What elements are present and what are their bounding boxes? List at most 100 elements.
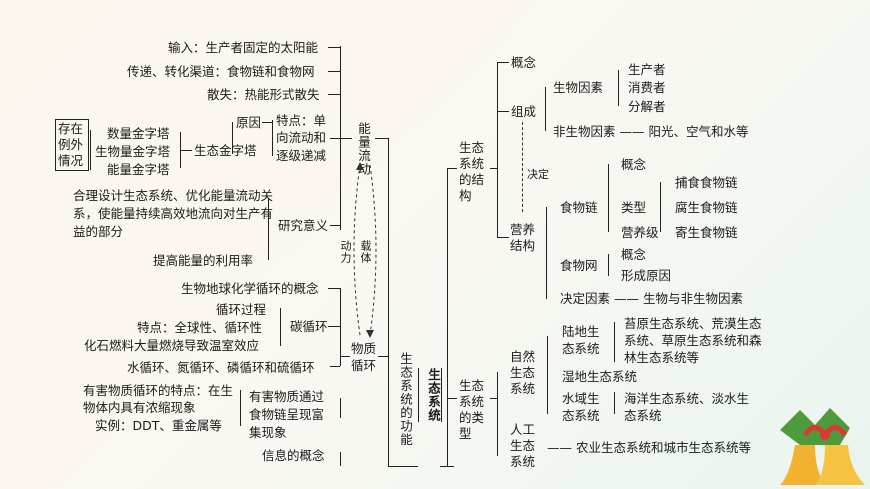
abiotic-detail: 阳光、空气和水等 [648,124,749,139]
artificial: 人工生态系统 [510,422,536,467]
water-bracket [614,392,615,414]
significance-text-2: 提高能量的利用率 [153,253,254,268]
bell-decoration-icon [780,408,865,485]
cause-label: 原因 [236,115,262,130]
trophic: 营养结构 [510,222,536,253]
fc-level: 营养级 [621,225,659,240]
abiotic-label: 非生物因素 [553,124,616,139]
other-cycles: 水循环、氮循环、磷循环和硫循环 [127,360,315,375]
pyramid-line [180,150,192,151]
harmful-bracket [240,390,241,426]
relation-arrows [353,162,377,338]
carbon-features: 特点：全球性、循环性 [137,320,263,335]
type-predation: 捕食食物链 [675,175,738,190]
matter-concept-line [328,288,340,289]
feature-label: 特点： [276,113,314,128]
composition-bracket [545,87,546,131]
pyramid-biomass: 生物量金字塔 [95,144,171,159]
decider-label: 决定因素 [560,291,611,306]
energy-feature-3: 逐级递减 [276,148,327,163]
pyramid-energy: 能量金字塔 [107,162,170,177]
structure-bracket-in [490,168,497,169]
info-concept: 信息的概念 [262,448,325,463]
carbon-line [328,326,340,327]
significance-label: 研究意义 [278,218,329,233]
function-spine [388,138,389,466]
energy-link [375,138,388,139]
energy-bracket-out [340,138,352,139]
harmful-title: 有害物质通过食物链呈现富集现象 [249,389,325,440]
fw-cause: 形成原因 [621,268,672,283]
structure-bracket [497,62,498,238]
consumer: 消费者 [628,80,666,95]
energy-loss-line [328,94,340,95]
decider: 决定因素 —— 生物与非生物因素 [560,291,743,306]
harmful-examples: 实例：DDT、重金属等 [95,418,222,433]
food-chain-bracket [608,164,609,232]
decide-label: 决定 [527,168,549,181]
matter-title-wrap: 物质循环 [351,340,379,374]
energy-input-line [328,47,340,48]
composition-line [497,111,509,112]
energy-feature-line [330,138,340,139]
fc-concept: 概念 [621,157,647,172]
natural-bracket [547,336,548,414]
carbon-cycle: 碳循环 [290,319,328,334]
type-saprophytic: 腐生食物链 [675,200,738,215]
exception-3: 情况 [58,153,84,168]
energy-transfer-line [328,71,340,72]
carbon-bracket [280,308,281,346]
matter-bracket [340,288,341,366]
matter-concept: 生物地球化学循环的概念 [181,281,319,296]
composition: 组成 [511,104,537,119]
matter-bracket-out [340,356,350,357]
feature-line1: 单 [313,113,327,128]
abiotic: 非生物因素 —— 阳光、空气和水等 [553,124,749,139]
significance-text: 合理设计生态系统、优化能量流动关系，使能量持续高效地流向对生产有益的部分 [73,188,274,239]
land: 陆地生态系统 [562,324,600,356]
cause-bracket [232,122,233,154]
structure-connector [447,168,457,169]
pyramid-bracket [180,132,181,168]
center-connector-right [440,466,454,467]
harmful-stub [340,398,341,418]
energy-input: 输入：生产者固定的太阳能 [168,40,319,55]
decider-detail: 生物与非生物因素 [642,291,743,306]
exception-bracket [90,130,91,170]
types-bracket-in [490,398,497,399]
food-chain: 食物链 [560,200,598,215]
producer: 生产者 [628,62,666,77]
types-title: 生态系统的类型 [459,378,485,441]
water-detail: 海洋生态系统、淡水生态系统 [624,391,750,423]
types-connector [447,398,457,399]
significance-bracket [268,198,269,260]
info-stub [340,452,341,466]
natural: 自然生态系统 [510,349,536,396]
energy-feature-2: 向流动和 [276,130,327,145]
function-label: 生态系统的功能 [398,352,413,447]
food-web: 食物网 [560,258,598,273]
artificial-detail: 农业生态系统和城市生态系统等 [575,440,751,455]
right-spine [447,168,448,466]
harmful-feature: 有害物质循环的特点：在生物体内具有浓缩现象 [83,383,234,415]
trophic-line [497,237,509,238]
energy-loss: 散失：热能形式散失 [207,87,320,102]
land-detail: 苔原生态系统、荒漠生态系统、草原生态系统和森林生态系统等 [624,316,762,365]
types-bracket-main [497,372,498,456]
biotic-bracket [618,70,619,106]
fw-concept: 概念 [621,247,647,262]
structure-concept-line [497,62,509,63]
function-connector [388,466,418,467]
water: 水域生态系统 [562,391,600,423]
matter-title: 物质循环 [351,341,377,373]
matter-link [378,356,388,357]
type-parasitic: 寄生食物链 [675,225,738,240]
cause-line [262,122,272,123]
food-web-bracket [608,254,609,276]
eco-pyramid: 生态金字塔 [194,143,257,158]
decide-arrow [522,122,523,212]
center-title: 生态系统 [418,368,442,422]
decomposer: 分解者 [628,99,666,114]
exception-2: 例外 [58,137,84,152]
